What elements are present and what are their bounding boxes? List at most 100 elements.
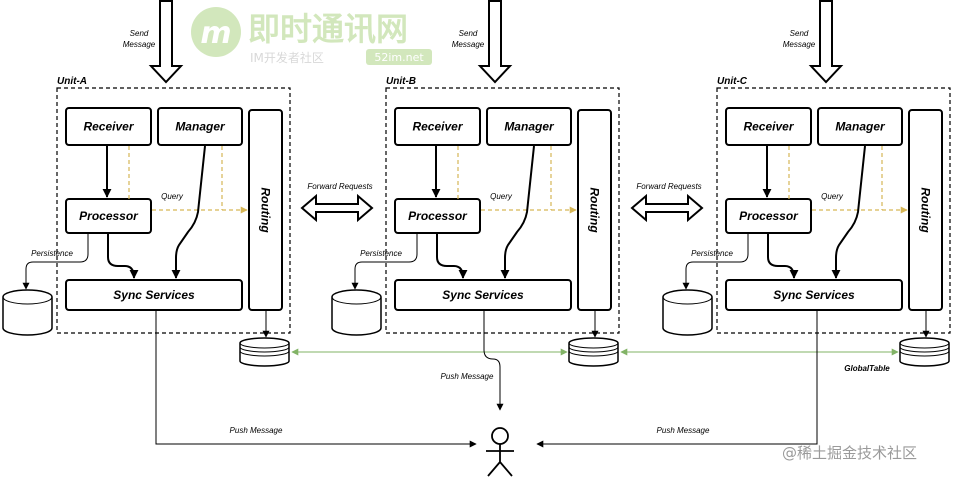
- push-message-path-b: [483, 310, 504, 411]
- persistence-store: [2, 289, 53, 336]
- send-message-input: Send Message: [452, 0, 513, 84]
- send-message-label: Message: [452, 40, 485, 49]
- global-table-store-rims: [899, 342, 950, 357]
- query-label: Query: [161, 192, 184, 201]
- processor-node: Processor: [394, 198, 481, 234]
- unit-c: Send Message Unit-C Receiver Manager Rou…: [662, 0, 951, 367]
- push-message-label: Push Message: [441, 372, 494, 381]
- push-message-path-a: [155, 310, 477, 448]
- push-message-label: Push Message: [230, 426, 283, 435]
- send-message-label: Send: [790, 29, 809, 38]
- unit-boundary: [385, 87, 620, 334]
- global-table-label: GlobalTable: [844, 364, 890, 373]
- routing-node: Routing: [577, 109, 612, 311]
- send-message-label: Message: [123, 40, 156, 49]
- manager-to-sync-arrow: [500, 145, 535, 279]
- receiver-node: Receiver: [725, 107, 812, 146]
- global-table-store-rims: [239, 342, 290, 357]
- sync-services-box: [725, 279, 903, 311]
- database-icon: [2, 289, 53, 336]
- database-icon: [331, 289, 382, 336]
- unit-label: Unit-C: [717, 76, 748, 87]
- processor-node: Processor: [65, 198, 152, 234]
- global-table-store-rims: [568, 342, 619, 357]
- sync-services-box: [394, 279, 572, 311]
- routing-label: Routing: [588, 187, 602, 233]
- unit-label: Unit-A: [57, 76, 87, 87]
- push-message-path-c: [536, 310, 818, 448]
- watermark-logo: m 即时通讯网 IM开发者社区 52im.net: [191, 7, 432, 65]
- sync-services-node: Sync Services: [725, 279, 903, 311]
- manager-to-sync-arrow: [171, 145, 206, 279]
- push-message-label: Push Message: [657, 426, 710, 435]
- send-message-label: Message: [783, 40, 816, 49]
- persistence-store-rim: [662, 296, 713, 305]
- forward-requests-label: Forward Requests: [636, 182, 701, 191]
- persistence-arrow: [682, 233, 749, 290]
- forward-requests-arrow: [630, 193, 704, 223]
- query-label: Query: [490, 192, 513, 201]
- database-icon: [662, 289, 713, 336]
- receiver-box: [725, 107, 812, 146]
- manager-node: Manager: [486, 107, 572, 146]
- send-message-arrow: [477, 0, 513, 84]
- database-icon: [568, 337, 619, 367]
- processor-to-sync-arrow: [107, 233, 139, 279]
- manager-box: [157, 107, 243, 146]
- unit-a: Send Message Unit-A Receiver Manager Rou…: [2, 0, 291, 367]
- send-message-arrow: [148, 0, 184, 84]
- processor-label: Processor: [739, 209, 799, 223]
- manager-box: [817, 107, 903, 146]
- watermark-logo-letter: m: [200, 16, 231, 51]
- watermark-corner: @稀土掘金技术社区: [782, 444, 917, 462]
- processor-label: Processor: [408, 209, 468, 223]
- forward-requests-a-b: Forward Requests: [300, 182, 374, 223]
- manager-label: Manager: [835, 120, 886, 134]
- persistence-label: Persistence: [31, 249, 73, 258]
- manager-box: [486, 107, 572, 146]
- query-label: Query: [821, 192, 844, 201]
- sync-services-box: [65, 279, 243, 311]
- receiver-label: Receiver: [743, 120, 794, 134]
- receiver-node: Receiver: [394, 107, 481, 146]
- send-message-input: Send Message: [123, 0, 184, 84]
- sync-services-label: Sync Services: [773, 288, 855, 302]
- database-icon: [899, 337, 950, 367]
- sync-services-label: Sync Services: [442, 288, 524, 302]
- persistence-store-rim: [2, 296, 53, 305]
- user-icon: [486, 427, 514, 477]
- send-message-arrow: [808, 0, 844, 84]
- manager-to-sync-arrow: [831, 145, 866, 279]
- units-layer: Send Message Unit-A Receiver Manager Rou…: [2, 0, 951, 367]
- forward-requests-arrow: [300, 193, 374, 223]
- watermark-site-name: 即时通讯网: [248, 10, 408, 48]
- unit-boundary: [56, 87, 291, 334]
- send-message-input: Send Message: [783, 0, 844, 84]
- processor-node: Processor: [725, 198, 812, 234]
- persistence-arrow: [351, 233, 418, 290]
- database-icon: [239, 337, 290, 367]
- unit-b: Send Message Unit-B Receiver Manager Rou…: [331, 0, 620, 367]
- persistence-store-rim: [331, 296, 382, 305]
- receiver-label: Receiver: [412, 120, 463, 134]
- watermark-site-subtitle: IM开发者社区: [250, 50, 324, 65]
- processor-to-sync-arrow: [436, 233, 468, 279]
- routing-label: Routing: [259, 187, 273, 233]
- persistence-label: Persistence: [360, 249, 402, 258]
- routing-label: Routing: [919, 187, 933, 233]
- manager-node: Manager: [157, 107, 243, 146]
- processor-label: Processor: [79, 209, 139, 223]
- manager-label: Manager: [175, 120, 226, 134]
- receiver-label: Receiver: [83, 120, 134, 134]
- routing-node: Routing: [248, 109, 283, 311]
- forward-requests-b-c: Forward Requests: [630, 182, 704, 223]
- unit-label: Unit-B: [386, 76, 416, 87]
- sync-services-node: Sync Services: [394, 279, 572, 311]
- unit-boundary: [716, 87, 951, 334]
- routing-node: Routing: [908, 109, 943, 311]
- watermark-site-url: 52im.net: [374, 51, 424, 64]
- processor-to-sync-arrow: [767, 233, 799, 279]
- watermark-logo-circle: [191, 7, 241, 57]
- persistence-arrow: [22, 233, 89, 290]
